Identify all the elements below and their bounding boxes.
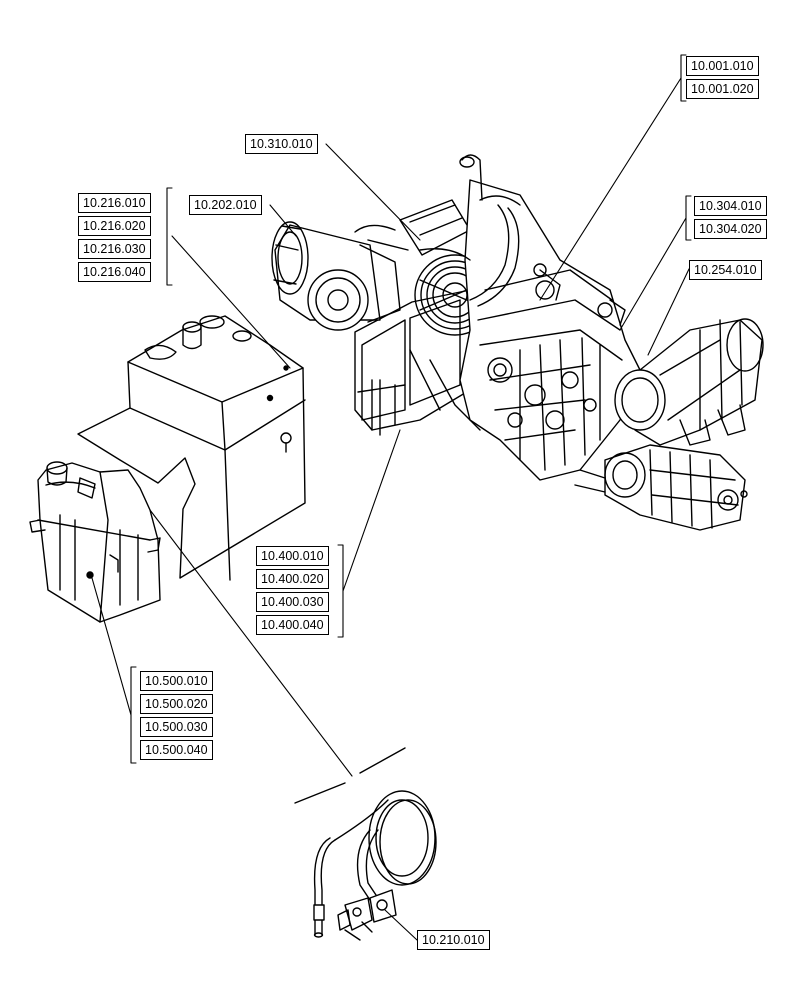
callout-10-210-010[interactable]: 10.210.010 xyxy=(417,930,490,950)
engine-assembly xyxy=(409,154,641,481)
detail-cut-lines xyxy=(294,747,406,804)
callout-10-500-040[interactable]: 10.500.040 xyxy=(140,740,213,760)
callout-10-400-030[interactable]: 10.400.030 xyxy=(256,592,329,612)
fuel-tank xyxy=(77,315,306,581)
radiator-cooling-package xyxy=(354,199,496,436)
callout-10-254-010[interactable]: 10.254.010 xyxy=(689,260,762,280)
hydraulic-pump xyxy=(574,444,748,531)
callout-10-310-010[interactable]: 10.310.010 xyxy=(245,134,318,154)
callout-10-304-010[interactable]: 10.304.010 xyxy=(694,196,767,216)
callout-10-500-010[interactable]: 10.500.010 xyxy=(140,671,213,691)
callout-10-216-020[interactable]: 10.216.020 xyxy=(78,216,151,236)
callout-10-216-030[interactable]: 10.216.030 xyxy=(78,239,151,259)
callout-10-500-020[interactable]: 10.500.020 xyxy=(140,694,213,714)
callout-10-216-040[interactable]: 10.216.040 xyxy=(78,262,151,282)
air-cleaner xyxy=(271,221,409,331)
callout-10-001-020[interactable]: 10.001.020 xyxy=(686,79,759,99)
callout-10-001-010[interactable]: 10.001.010 xyxy=(686,56,759,76)
callout-10-500-030[interactable]: 10.500.030 xyxy=(140,717,213,737)
callout-10-400-020[interactable]: 10.400.020 xyxy=(256,569,329,589)
callout-10-202-010[interactable]: 10.202.010 xyxy=(189,195,262,215)
callout-10-304-020[interactable]: 10.304.020 xyxy=(694,219,767,239)
leader-lines xyxy=(91,54,692,941)
coolant-heater-coil xyxy=(313,790,437,941)
callout-10-216-010[interactable]: 10.216.010 xyxy=(78,193,151,213)
callout-10-400-010[interactable]: 10.400.010 xyxy=(256,546,329,566)
callout-10-400-040[interactable]: 10.400.040 xyxy=(256,615,329,635)
urea-tank xyxy=(29,461,161,623)
exhaust-after-treatment xyxy=(614,318,764,446)
